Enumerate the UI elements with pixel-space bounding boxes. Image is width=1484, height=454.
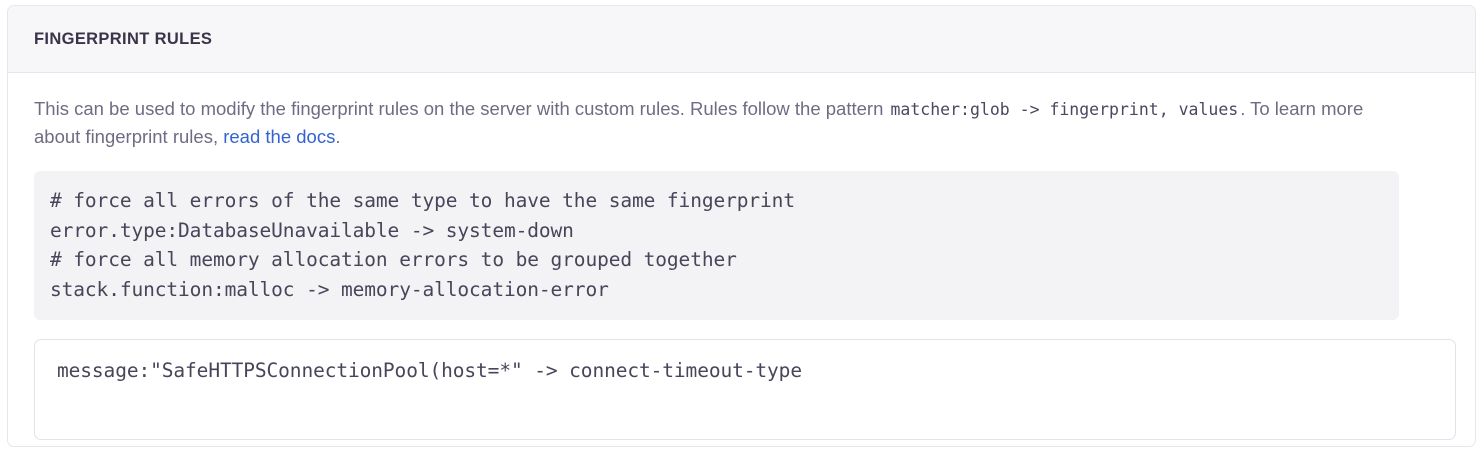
panel-body: This can be used to modify the fingerpri… [8,73,1475,440]
fingerprint-rules-input[interactable] [34,339,1456,440]
description-text: This can be used to modify the fingerpri… [34,95,1389,150]
code-line: # force all errors of the same type to h… [50,189,795,212]
code-line: error.type:DatabaseUnavailable -> system… [50,218,574,242]
description-middle: . To learn more about fingerprint rules, [34,98,1364,147]
read-the-docs-link[interactable]: read the docs [223,126,336,147]
panel-header: FINGERPRINT RULES [8,6,1475,73]
code-line: stack.function:malloc -> memory-allocati… [50,277,609,301]
code-line: # force all memory allocation errors to … [50,248,737,271]
example-code-block: # force all errors of the same type to h… [34,171,1399,320]
page-title: FINGERPRINT RULES [34,29,213,48]
description-trailing: . [335,126,341,147]
fingerprint-rules-panel: FINGERPRINT RULES This can be used to mo… [7,5,1476,447]
inline-code-pattern: matcher:glob -> fingerprint, values [890,100,1239,119]
description-lead: This can be used to modify the fingerpri… [34,98,884,119]
